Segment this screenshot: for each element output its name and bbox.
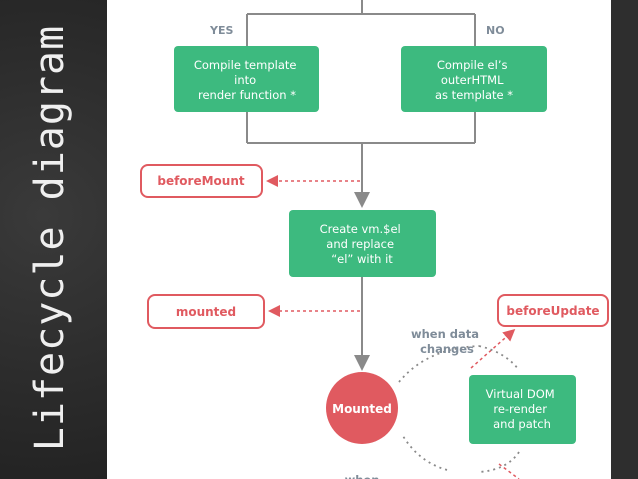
svg-text:Compile el’s outerHTML: Compile el’s outerHTML as template * xyxy=(435,58,513,102)
compile-template-node: Compile template into render function * xyxy=(174,46,319,112)
when-data-changes-label: when data changes xyxy=(411,327,483,356)
before-mount-label: beforeMount xyxy=(157,174,245,188)
when-partial-label: when xyxy=(345,473,380,479)
create-el-line-2: and replace xyxy=(326,237,394,251)
when-data-line-1: when data xyxy=(411,327,479,341)
create-el-line-1: Create vm.$el xyxy=(320,222,401,236)
svg-text:Compile template into: Compile template into render function * xyxy=(194,58,300,102)
svg-text:Virtual DOM re-render: Virtual DOM re-render and patch xyxy=(486,387,559,431)
chalkboard-panel: Lifecycle diagram xyxy=(0,0,107,479)
update-loop xyxy=(398,345,520,473)
mounted-state-node: Mounted xyxy=(326,372,398,444)
lifecycle-flowchart: YES NO Compile template into render func… xyxy=(140,0,609,479)
yes-label: YES xyxy=(209,24,233,37)
mounted-hook-label: mounted xyxy=(176,305,236,319)
compile-el-node: Compile el’s outerHTML as template * xyxy=(401,46,547,112)
mounted-state-label: Mounted xyxy=(332,402,392,416)
before-update-label: beforeUpdate xyxy=(506,304,599,318)
side-title: Lifecycle diagram xyxy=(27,24,73,452)
when-data-line-2: changes xyxy=(420,342,474,356)
svg-text:Create vm.$el and repl: Create vm.$el and replace “el” with it xyxy=(320,222,405,266)
virtual-dom-line-3: and patch xyxy=(493,417,551,431)
before-update-hook: beforeUpdate xyxy=(470,294,609,369)
top-split-connector xyxy=(246,0,476,46)
before-mount-hook: beforeMount xyxy=(140,164,360,198)
mounted-hook: mounted xyxy=(147,294,360,329)
merge-connector xyxy=(246,112,476,208)
no-label: NO xyxy=(486,24,505,37)
virtual-dom-line-1: Virtual DOM xyxy=(486,387,555,401)
right-dark-strip xyxy=(611,0,638,479)
create-el-line-3: “el” with it xyxy=(331,252,393,266)
create-el-node: Create vm.$el and replace “el” with it xyxy=(289,210,436,277)
compile-el-line-3: as template * xyxy=(435,88,513,102)
compile-el-line-2: outerHTML xyxy=(441,73,504,87)
virtual-dom-line-2: re-render xyxy=(493,402,547,416)
compile-template-line-1: Compile template xyxy=(194,58,297,72)
virtual-dom-node: Virtual DOM re-render and patch xyxy=(469,375,576,444)
bottom-red-dashed-arrow xyxy=(498,463,520,479)
diagram-canvas: YES NO Compile template into render func… xyxy=(107,0,611,479)
compile-el-line-1: Compile el’s xyxy=(437,58,508,72)
compile-template-line-2: into xyxy=(234,73,256,87)
compile-template-line-3: render function * xyxy=(198,88,296,102)
